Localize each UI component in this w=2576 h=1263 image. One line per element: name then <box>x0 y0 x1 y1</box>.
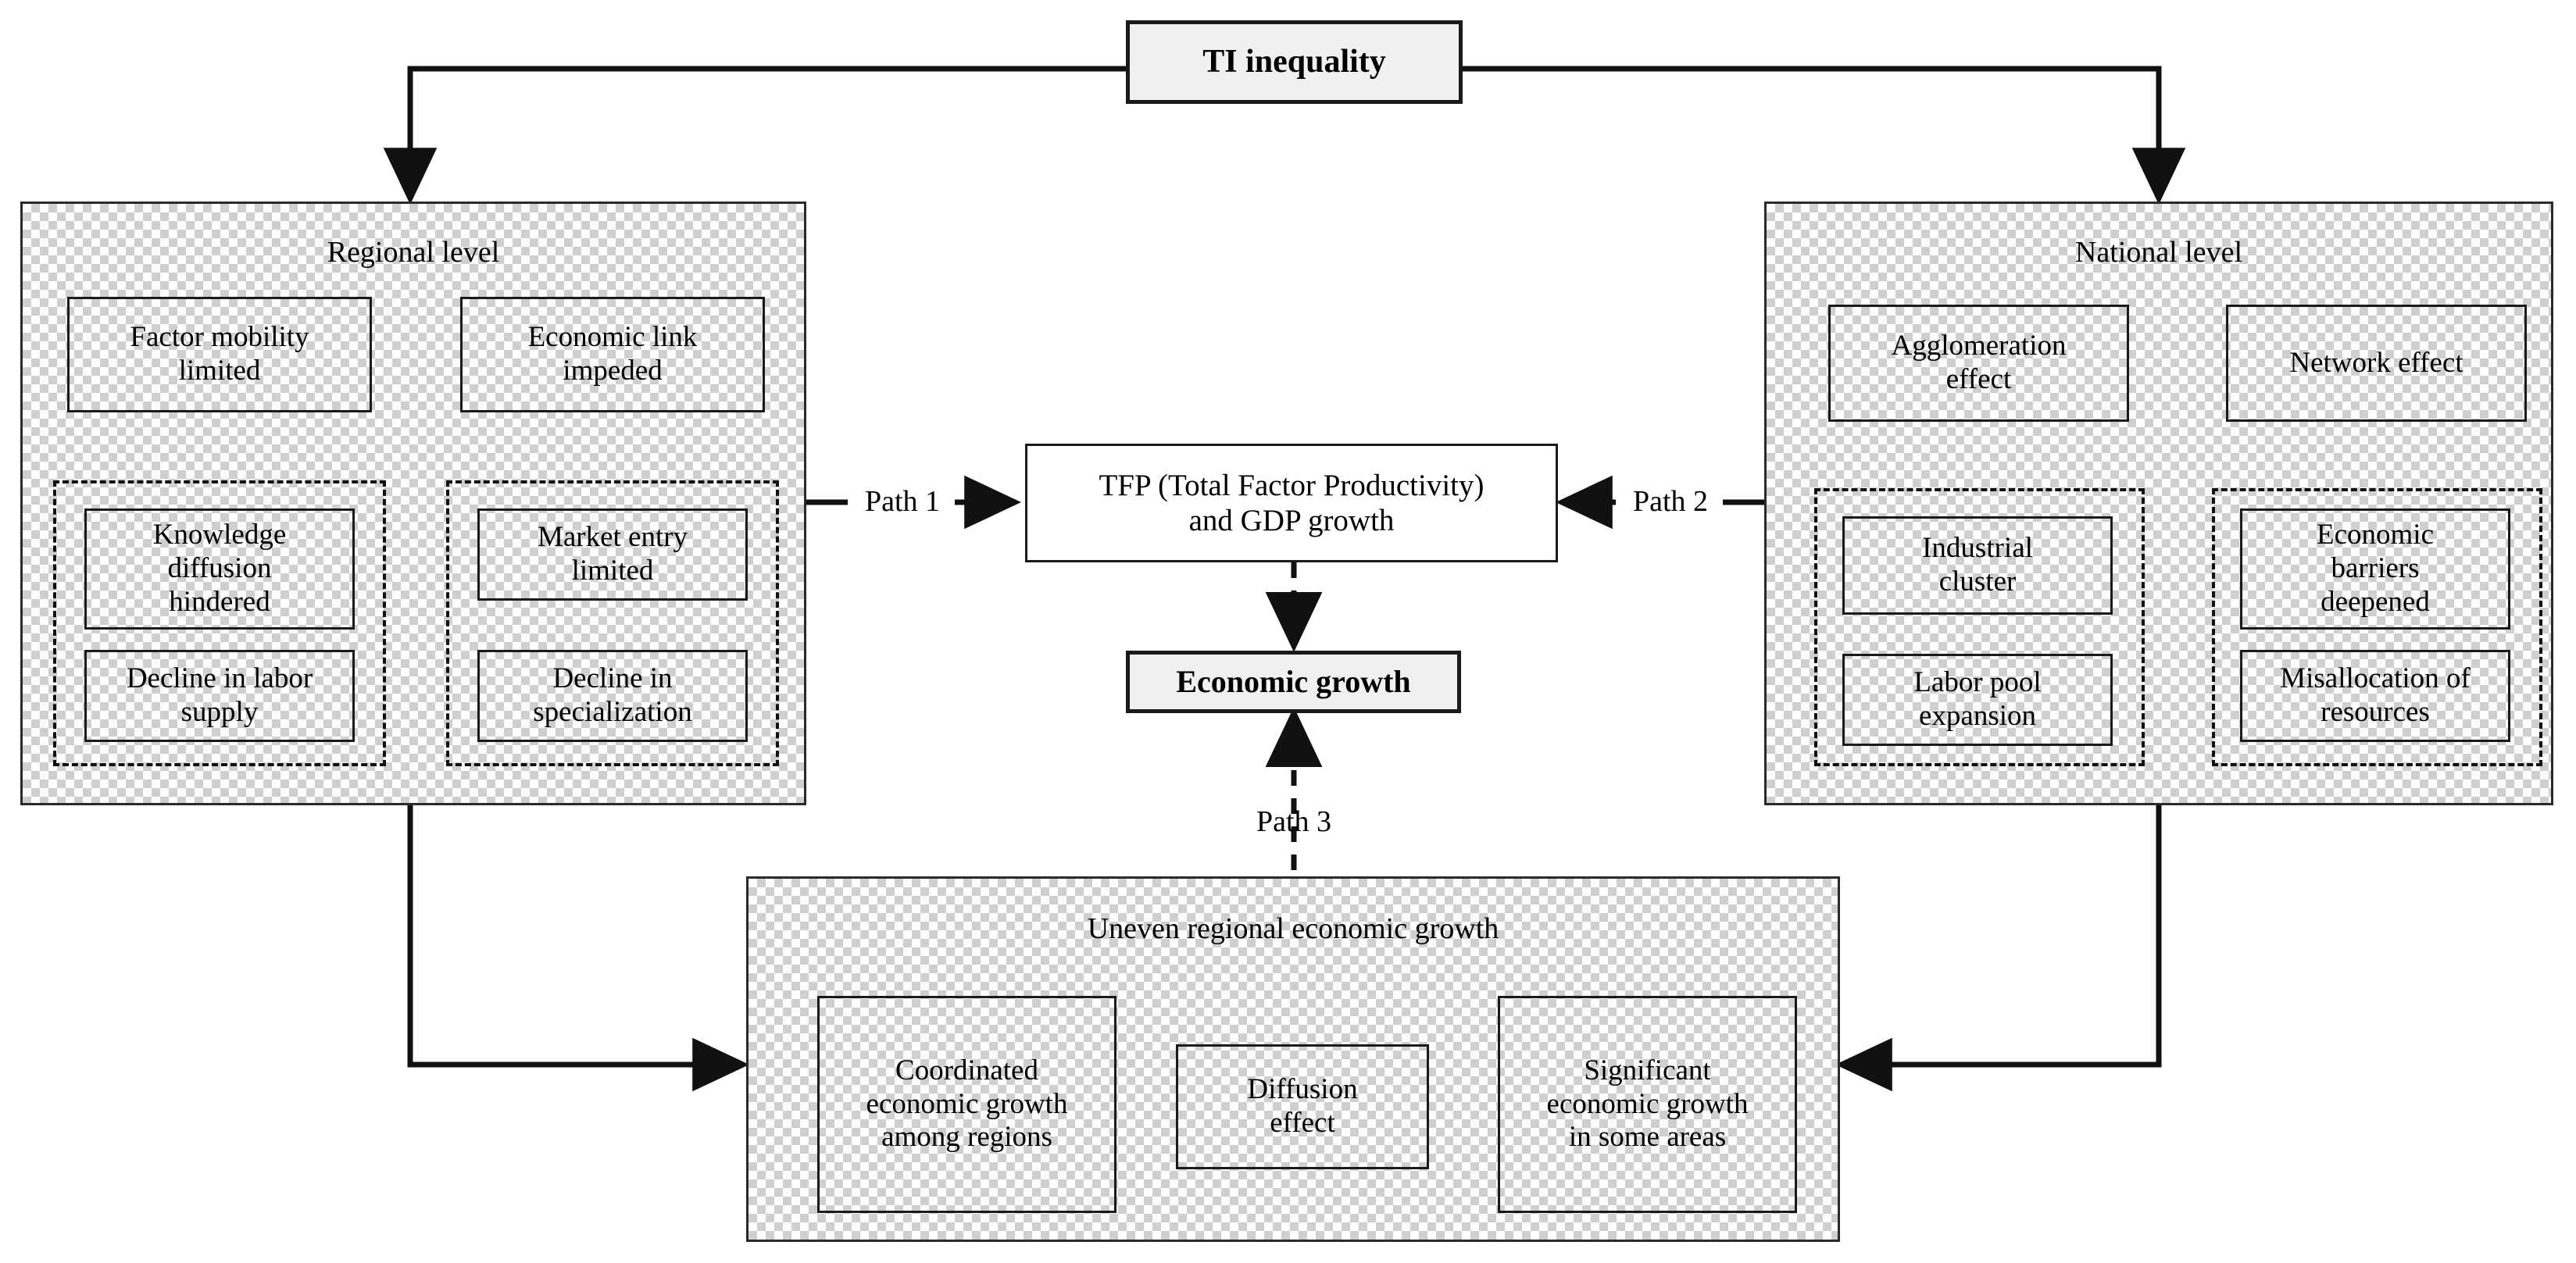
market-entry-line1: Market entry <box>537 521 688 554</box>
network-effect-box[interactable]: Network effect <box>2226 305 2527 422</box>
edge-national-to-uneven <box>1835 805 2162 1092</box>
decline-specialization-box[interactable]: Decline in specialization <box>477 650 748 742</box>
economic-link-line2: impeded <box>563 355 663 387</box>
economic-link-line1: Economic link <box>527 321 698 354</box>
market-entry-limited-box[interactable]: Market entry limited <box>477 508 748 601</box>
decline-labor-line2: supply <box>180 696 259 728</box>
economic-growth-box[interactable]: Economic growth <box>1126 651 1461 713</box>
path1-label: Path 1 <box>864 485 941 518</box>
economic-growth-label: Economic growth <box>1176 663 1411 699</box>
economic-barriers-line3: deepened <box>2321 585 2430 618</box>
agglomeration-effect-box[interactable]: Agglomeration effect <box>1828 305 2129 422</box>
knowledge-diffusion-line2: diffusion <box>167 552 272 585</box>
economic-link-impeded-box[interactable]: Economic link impeded <box>460 297 765 412</box>
regional-level-title: Regional level <box>327 236 500 269</box>
coordinated-line2: economic growth <box>866 1087 1068 1120</box>
path2-label: Path 2 <box>1632 485 1709 518</box>
edge-title-to-national <box>1463 66 2186 205</box>
economic-barriers-line2: barriers <box>2331 552 2420 585</box>
decline-labor-supply-box[interactable]: Decline in labor supply <box>84 650 355 742</box>
coordinated-line3: among regions <box>881 1121 1052 1154</box>
regional-col1-dashed-group <box>53 480 386 766</box>
factor-mobility-limited-box[interactable]: Factor mobility limited <box>67 297 372 412</box>
significant-line1: Significant <box>1584 1054 1711 1086</box>
diffusion-line1: Diffusion <box>1247 1073 1358 1106</box>
knowledge-diffusion-line3: hindered <box>169 585 270 618</box>
decline-specialization-line1: Decline in <box>552 662 673 695</box>
edge-regional-to-uneven <box>407 805 750 1092</box>
regional-level-panel[interactable]: Regional level <box>20 202 806 805</box>
misallocation-line1: Misallocation of <box>2280 662 2471 695</box>
misallocation-line2: resources <box>2321 696 2430 728</box>
factor-mobility-line2: limited <box>178 355 261 387</box>
national-col2-dashed-group <box>2212 488 2542 766</box>
industrial-cluster-line1: Industrial <box>1922 532 2033 565</box>
agglomeration-line1: Agglomeration <box>1891 330 2067 362</box>
knowledge-diffusion-hindered-box[interactable]: Knowledge diffusion hindered <box>84 508 355 630</box>
labor-pool-line1: Labor pool <box>1913 666 2042 699</box>
industrial-cluster-line2: cluster <box>1938 565 2017 598</box>
market-entry-line2: limited <box>571 555 654 587</box>
agglomeration-line2: effect <box>1945 363 2012 395</box>
decline-specialization-line2: specialization <box>533 696 692 728</box>
tfp-line2: and GDP growth <box>1188 504 1395 537</box>
misallocation-resources-box[interactable]: Misallocation of resources <box>2240 650 2510 742</box>
uneven-growth-title: Uneven regional economic growth <box>1087 912 1499 945</box>
labor-pool-expansion-box[interactable]: Labor pool expansion <box>1842 654 2113 746</box>
uneven-growth-panel[interactable]: Uneven regional economic growth <box>746 876 1840 1242</box>
industrial-cluster-box[interactable]: Industrial cluster <box>1842 516 2113 615</box>
economic-barriers-deepened-box[interactable]: Economic barriers deepened <box>2240 508 2510 630</box>
diffusion-line2: effect <box>1270 1107 1335 1139</box>
tfp-line1: TFP (Total Factor Productivity) <box>1099 468 1485 502</box>
significant-line3: in some areas <box>1568 1121 1727 1154</box>
national-level-title: National level <box>2074 236 2243 269</box>
factor-mobility-line1: Factor mobility <box>130 321 309 354</box>
economic-barriers-line1: Economic <box>2316 519 2434 551</box>
path3-label: Path 3 <box>1256 805 1332 838</box>
coordinated-growth-box[interactable]: Coordinated economic growth among region… <box>817 996 1117 1213</box>
diffusion-effect-box[interactable]: Diffusion effect <box>1176 1044 1429 1169</box>
ti-inequality-box[interactable]: TI inequality <box>1126 20 1463 104</box>
ti-inequality-label: TI inequality <box>1202 44 1386 80</box>
edge-title-to-regional <box>383 66 1126 205</box>
significant-line2: economic growth <box>1546 1087 1749 1120</box>
labor-pool-line2: expansion <box>1918 700 2037 732</box>
knowledge-diffusion-line1: Knowledge <box>152 519 287 551</box>
national-col1-dashed-group <box>1814 488 2145 766</box>
national-level-panel[interactable]: National level <box>1764 202 2553 805</box>
coordinated-line1: Coordinated <box>895 1054 1038 1086</box>
network-effect-line1: Network effect <box>2289 346 2463 379</box>
tfp-gdp-growth-box[interactable]: TFP (Total Factor Productivity) and GDP … <box>1025 444 1558 562</box>
significant-growth-box[interactable]: Significant economic growth in some area… <box>1498 996 1797 1213</box>
regional-col2-dashed-group <box>446 480 779 766</box>
decline-labor-line1: Decline in labor <box>126 662 313 695</box>
